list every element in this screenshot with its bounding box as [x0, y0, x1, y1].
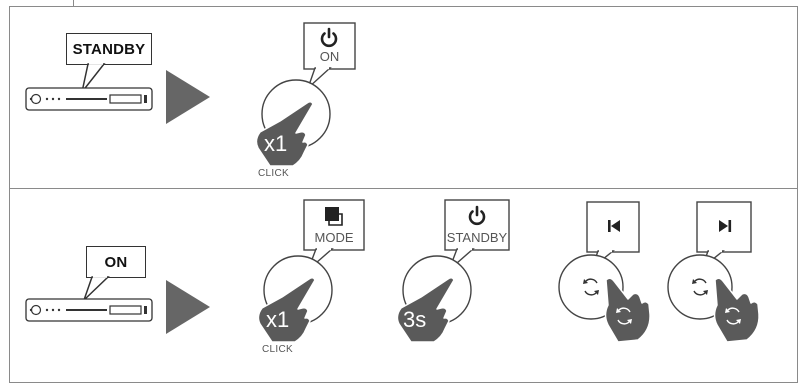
mode-icon [325, 207, 343, 226]
standby-button-callout [444, 199, 510, 271]
on-button-label: ON [319, 49, 340, 64]
skip-previous-icon [608, 220, 620, 232]
skip-next-icon [719, 220, 732, 232]
state-callout-standby: STANDBY [66, 33, 152, 65]
on-button-callout [303, 22, 356, 89]
hand-press-icon [396, 276, 455, 343]
mode-button-callout [303, 199, 365, 271]
rotate-icon [583, 278, 599, 296]
rotate-icon [725, 307, 741, 325]
device-unit [25, 87, 153, 111]
hold-duration-label: 3s [403, 307, 427, 332]
row-divider [9, 188, 798, 189]
rotate-icon [692, 278, 708, 296]
click-label: CLICK [262, 344, 293, 355]
rotate-icon [616, 307, 632, 325]
hand-press-icon [255, 100, 314, 167]
button-circle [667, 254, 733, 320]
callout-pointer [83, 275, 110, 301]
mode-button-label: MODE [314, 230, 354, 245]
state-callout-on: ON [86, 246, 146, 278]
arrow-right-icon [166, 70, 210, 124]
standby-button-label: STANDBY [446, 230, 508, 245]
press-count-label: x1 [264, 131, 288, 156]
press-count-label: x1 [266, 307, 290, 332]
arrow-right-icon [166, 280, 210, 334]
diagram-frame [9, 6, 798, 383]
power-icon [468, 205, 486, 226]
frame-tick [73, 0, 74, 7]
click-label: CLICK [258, 168, 289, 179]
hand-press-icon [257, 276, 316, 343]
device-unit [25, 298, 153, 322]
button-circle [558, 254, 624, 320]
power-icon [320, 27, 338, 48]
callout-pointer [81, 62, 106, 93]
